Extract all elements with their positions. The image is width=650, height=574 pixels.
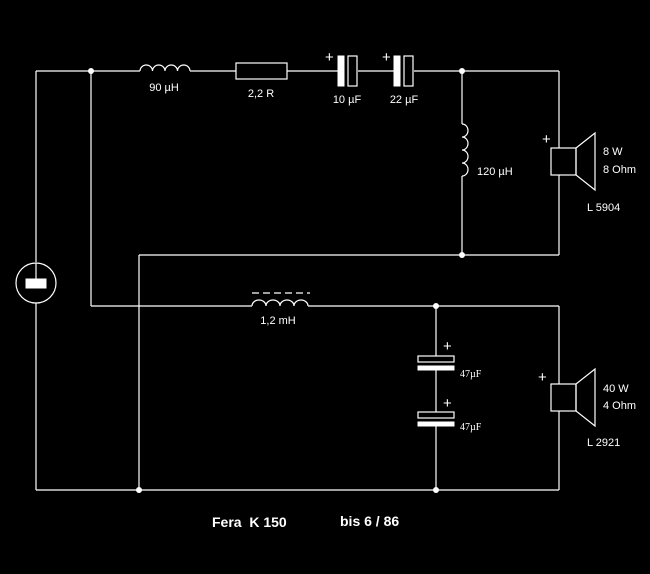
junction-dot (459, 252, 465, 258)
junction-dot (459, 68, 465, 74)
woofer-model: L 2921 (587, 437, 620, 449)
woofer-speaker-symbol (550, 367, 596, 428)
junctions (88, 68, 465, 493)
tweeter-cone (575, 131, 596, 192)
label-47uf-top: 47µF (460, 369, 482, 380)
cap-plate-minus (347, 55, 358, 87)
capacitor-10uf-symbol (337, 55, 358, 87)
junction-dot (433, 303, 439, 309)
label-10uf: 10 µF (333, 94, 362, 106)
cap-plate-plus (417, 411, 455, 419)
inductor-120uh-symbol (461, 123, 469, 177)
title-date: bis 6 / 86 (340, 513, 399, 529)
coil-90uh (139, 64, 191, 72)
tweeter-speaker-symbol (550, 131, 596, 192)
junction-dot (433, 487, 439, 493)
coil-1-2mh (251, 299, 309, 307)
label-47uf-bottom: 47µF (460, 422, 482, 433)
tweeter-magnet (550, 147, 577, 176)
cap-plate-plus (337, 55, 345, 87)
woofer-polarity-plus: + (538, 369, 547, 386)
label-120uh: 120 µH (477, 166, 513, 178)
tweeter-polarity-plus: + (542, 131, 551, 148)
cap-plate-minus (417, 421, 455, 427)
polarity-plus: + (382, 49, 391, 66)
capacitor-47uf-top-symbol (417, 355, 455, 371)
woofer-power: 40 W (603, 383, 629, 395)
junction-dot (136, 487, 142, 493)
cap-plate-minus (403, 55, 414, 87)
label-90uh: 90 µH (149, 82, 179, 94)
cap-plate-minus (417, 365, 455, 371)
coil-120uh (461, 123, 469, 177)
label-1-2mh: 1,2 mH (260, 315, 296, 327)
polarity-plus: + (443, 338, 452, 355)
capacitor-22uf-symbol (393, 55, 414, 87)
woofer-magnet (550, 383, 577, 412)
tweeter-model: L 5904 (587, 202, 620, 214)
woofer-cone (575, 367, 596, 428)
cap-plate-plus (393, 55, 401, 87)
polarity-plus: + (325, 49, 334, 66)
source-bar (25, 278, 47, 289)
cap-plate-plus (417, 355, 455, 363)
tweeter-impedance: 8 Ohm (603, 164, 636, 176)
label-22uf: 22 µF (390, 94, 419, 106)
polarity-plus: + (443, 395, 452, 412)
tweeter-power: 8 W (603, 146, 623, 158)
inductor-1-2mh-symbol (251, 292, 310, 307)
title-model: Fera K 150 (212, 514, 287, 530)
capacitor-47uf-bottom-symbol (417, 411, 455, 427)
inductor-90uh-symbol (139, 64, 191, 72)
woofer-impedance: 4 Ohm (603, 400, 636, 412)
junction-dot (88, 68, 94, 74)
signal-source-symbol (15, 262, 57, 304)
resistor-2r2-symbol (235, 62, 288, 80)
label-2r2: 2,2 R (248, 88, 274, 100)
